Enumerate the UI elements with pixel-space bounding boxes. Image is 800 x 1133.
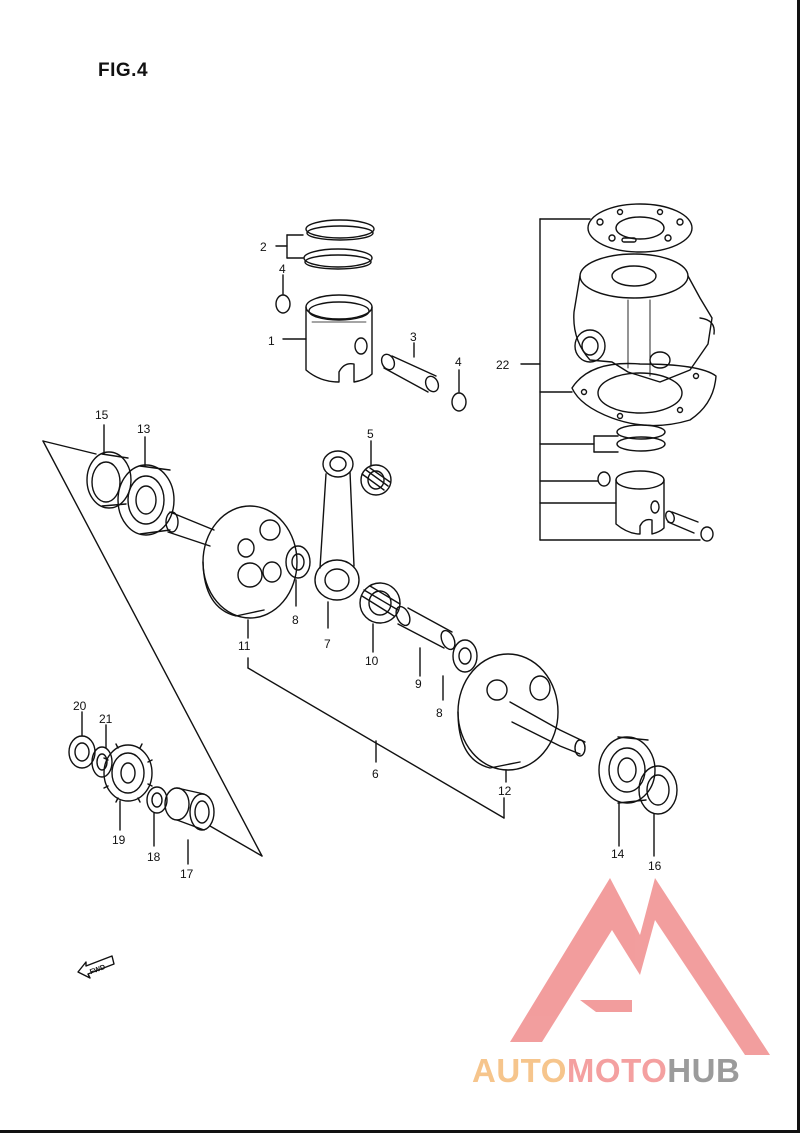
callout-label: 11 — [238, 639, 251, 653]
callout-label: 16 — [648, 859, 662, 873]
primary-drive-gear — [103, 743, 153, 831]
callout-label: 10 — [365, 654, 379, 668]
callout-label: 15 — [95, 408, 109, 422]
callout-label: 2 — [260, 240, 267, 254]
figure-title: FIG.4 — [98, 60, 149, 81]
cylinder-block — [573, 253, 715, 383]
callout-label: 5 — [367, 427, 374, 441]
crank-half-left — [165, 505, 298, 639]
callout-label: 21 — [99, 712, 113, 726]
shaft-axis-line — [42, 440, 263, 857]
base-gasket — [571, 362, 717, 427]
head-gasket — [587, 203, 693, 253]
circlip-right — [451, 369, 467, 412]
callout-label: 8 — [436, 706, 443, 720]
callout-label: 18 — [147, 850, 161, 864]
connecting-rod — [314, 450, 360, 629]
fwd-arrow — [77, 955, 115, 979]
small-end-bearing — [360, 440, 392, 496]
kit-circlip — [597, 471, 611, 487]
washer-18 — [146, 786, 168, 847]
callout-label: 13 — [137, 422, 151, 436]
crank-half-right — [457, 653, 586, 783]
brand-part-auto: AUTO — [472, 1052, 567, 1089]
kit-piston — [615, 470, 665, 535]
brand-part-moto: MOTO — [566, 1052, 668, 1089]
piston — [282, 294, 373, 383]
key-spacer — [68, 711, 96, 769]
piston-pin — [380, 342, 440, 393]
cylinder-kit-bracket — [520, 218, 701, 541]
thrust-washer-right — [442, 639, 478, 701]
callout-label: 20 — [73, 699, 87, 713]
main-bearing-left — [117, 436, 175, 536]
callout-label: 22 — [496, 358, 510, 372]
washer-small — [91, 724, 113, 778]
callout-label: 8 — [292, 613, 299, 627]
callout-label: 12 — [498, 784, 512, 798]
crank-pin — [395, 605, 456, 677]
callout-label: 14 — [611, 847, 625, 861]
callout-label: 4 — [279, 262, 286, 276]
callout-label: 9 — [415, 677, 422, 691]
callout-label: 17 — [180, 867, 194, 881]
circlip-upper — [275, 274, 291, 314]
big-end-bearing — [359, 582, 401, 653]
oil-seal-left — [86, 424, 132, 509]
callout-label: 19 — [112, 833, 126, 847]
callout-label: 6 — [372, 767, 379, 781]
crankshaft-assembly-bracket — [247, 657, 505, 819]
callout-label: 1 — [268, 334, 275, 348]
kit-pin — [665, 510, 714, 542]
oil-seal-right — [638, 765, 678, 857]
piston-rings — [275, 219, 375, 270]
watermark-logo-icon — [510, 878, 770, 1055]
watermark-brand: AUTOMOTOHUB — [472, 1052, 740, 1090]
kit-rings — [593, 424, 666, 453]
brand-part-hub: HUB — [667, 1052, 741, 1089]
thrust-washer-left — [285, 545, 311, 607]
callout-label: 7 — [324, 637, 331, 651]
spacer-bushing — [164, 787, 215, 865]
callout-label: 3 — [410, 330, 417, 344]
callout-label: 4 — [455, 355, 462, 369]
